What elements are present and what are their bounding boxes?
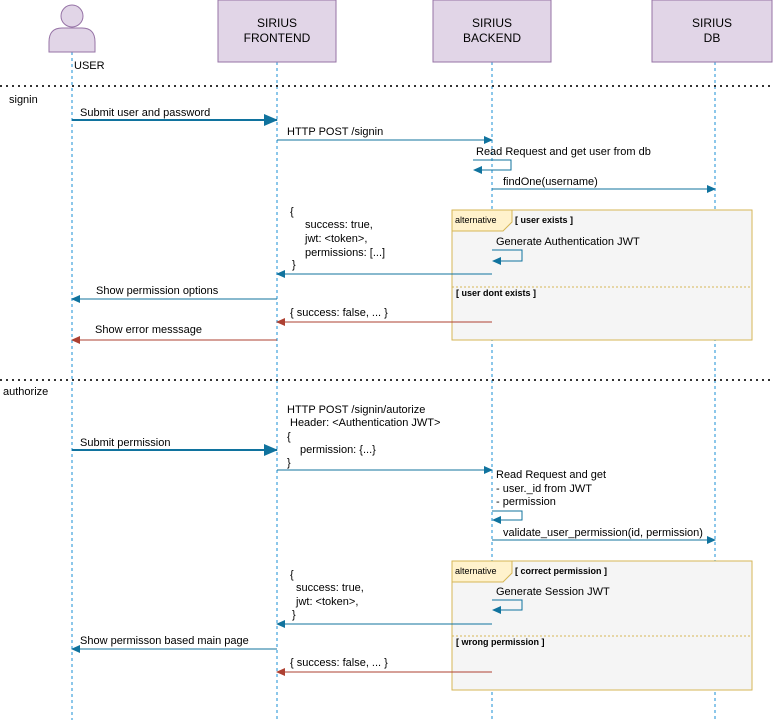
authorize-section-label: authorize: [3, 386, 48, 398]
authorize-response-line-1: {: [290, 569, 294, 581]
msg-signin-fail: { success: false, ... }: [290, 307, 388, 319]
signin-response-line-1: {: [290, 206, 294, 218]
db-name-line1: SIRIUS: [692, 16, 732, 30]
alt-frame-user-exists: [451, 209, 753, 341]
msg-submit-permission: Submit permission: [80, 437, 170, 449]
backend-participant: SIRIUS BACKEND: [432, 0, 552, 63]
msg-find-one: findOne(username): [503, 176, 598, 188]
cond-correct-permission: [ correct permission ]: [515, 566, 607, 576]
msg-submit-user-password: Submit user and password: [80, 107, 210, 119]
msg-read-request-loop-2: [492, 510, 523, 524]
msg-show-permissions: Show permission options: [96, 285, 219, 297]
signin-response-line-3: jwt: <token>,: [304, 233, 367, 245]
msg-show-main: Show permisson based main page: [80, 635, 249, 647]
authorize-response-line-3: jwt: <token>,: [295, 596, 358, 608]
alt-tag-label: alternative: [455, 215, 497, 225]
authorize-read-line-2: - user._id from JWT: [496, 483, 592, 495]
cond-wrong-permission: [ wrong permission ]: [456, 637, 545, 647]
user-actor-label: USER: [74, 60, 105, 72]
msg-http-post-signin: HTTP POST /signin: [287, 126, 383, 138]
frontend-name-line2: FRONTEND: [244, 31, 311, 45]
alt-tag-label-2: alternative: [455, 566, 497, 576]
msg-generate-jwt: Generate Authentication JWT: [496, 236, 640, 248]
authorize-read-line-3: - permission: [496, 496, 556, 508]
signin-response-line-5: }: [292, 259, 296, 271]
frontend-participant: SIRIUS FRONTEND: [217, 0, 337, 63]
user-actor-icon: [48, 4, 96, 53]
msg-validate: validate_user_permission(id, permission): [503, 527, 703, 539]
authorize-request-line-1: HTTP POST /signin/autorize: [287, 404, 425, 416]
cond-user-not-exists: [ user dont exists ]: [456, 288, 536, 298]
frontend-name-line1: SIRIUS: [257, 16, 297, 30]
authorize-response-line-2: success: true,: [296, 582, 364, 594]
backend-name-line1: SIRIUS: [472, 16, 512, 30]
authorize-response-line-4: }: [292, 609, 296, 621]
msg-generate-jwt-loop: [492, 249, 523, 265]
authorize-request-line-5: }: [287, 457, 291, 469]
msg-read-request-loop: [473, 159, 512, 174]
msg-generate-session-loop: [492, 599, 523, 614]
signin-response-line-2: success: true,: [305, 219, 373, 231]
msg-read-request: Read Request and get user from db: [476, 146, 651, 158]
cond-user-exists: [ user exists ]: [515, 215, 573, 225]
authorize-request-line-2: Header: <Authentication JWT>: [290, 417, 440, 429]
alt-frame-correct-permission: [451, 560, 753, 691]
msg-generate-session: Generate Session JWT: [496, 586, 610, 598]
db-name-line2: DB: [704, 31, 721, 45]
db-participant: SIRIUS DB: [651, 0, 773, 63]
signin-response-line-4: permissions: [...]: [305, 247, 385, 259]
authorize-read-line-1: Read Request and get: [496, 469, 606, 481]
backend-name-line2: BACKEND: [463, 31, 521, 45]
signin-section-label: signin: [9, 94, 38, 106]
msg-authorize-fail: { success: false, ... }: [290, 657, 388, 669]
authorize-request-line-3: {: [287, 431, 291, 443]
authorize-request-line-4: permission: {...}: [300, 444, 376, 456]
msg-show-error: Show error messsage: [95, 324, 202, 336]
